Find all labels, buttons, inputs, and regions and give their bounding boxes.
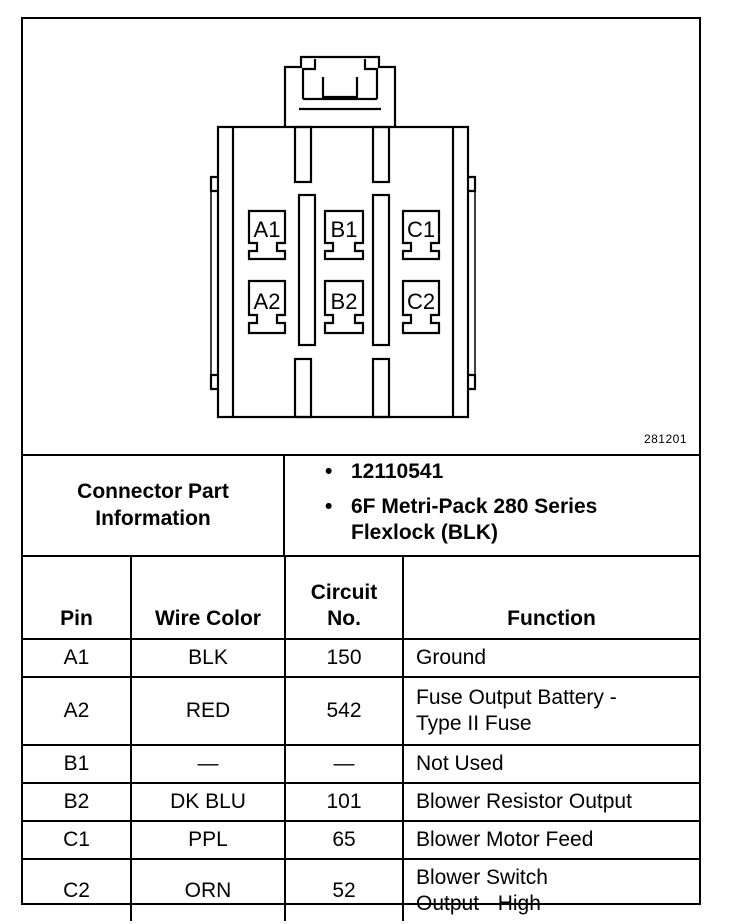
function-cell: Not Used xyxy=(402,744,699,784)
wire-color-cell: — xyxy=(130,744,286,784)
pin-table: Pin Wire Color Circuit No. Function A1 B… xyxy=(23,557,699,921)
function-cell: Blower Resistor Output xyxy=(402,782,699,822)
connector-info-label: Connector Part Information xyxy=(77,479,229,530)
cavity-b1 xyxy=(323,209,365,261)
circuit-cell: 150 xyxy=(284,638,404,678)
function-cell: Blower Motor Feed xyxy=(402,820,699,860)
table-row: A2 RED 542 Fuse Output Battery - Type II… xyxy=(23,676,699,746)
wire-color-cell: RED xyxy=(130,676,286,746)
connector-info-details: • 12110541 • 6F Metri-Pack 280 Series Fl… xyxy=(285,454,699,555)
circuit-cell: 65 xyxy=(284,820,404,860)
circuit-cell: — xyxy=(284,744,404,784)
connector-info-label-cell: Connector Part Information xyxy=(23,454,285,555)
table-row: C1 PPL 65 Blower Motor Feed xyxy=(23,820,699,860)
figure-number: 281201 xyxy=(643,432,687,446)
function-cell: Blower Switch Output - High xyxy=(402,858,699,921)
connector-type: 6F Metri-Pack 280 Series Flexlock (BLK) xyxy=(351,495,598,544)
table-row: B2 DK BLU 101 Blower Resistor Output xyxy=(23,782,699,822)
pin-table-header: Pin Wire Color Circuit No. Function xyxy=(23,557,699,640)
table-row: A1 BLK 150 Ground xyxy=(23,638,699,678)
part-number: 12110541 xyxy=(351,460,444,483)
pin-label: B1 xyxy=(331,217,358,242)
function-cell: Ground xyxy=(402,638,699,678)
pin-cell: B2 xyxy=(23,782,132,822)
function-cell: Fuse Output Battery - Type II Fuse xyxy=(402,676,699,746)
cavity-c1 xyxy=(401,209,441,261)
circuit-cell: 52 xyxy=(284,858,404,921)
pin-cell: C1 xyxy=(23,820,132,860)
bullet-icon: • xyxy=(325,460,333,483)
wire-color-cell: ORN xyxy=(130,858,286,921)
connector-diagram: A1 B1 C1 A2 B2 C2 281201 xyxy=(23,19,699,456)
cavity-b2 xyxy=(323,279,365,335)
table-row: B1 — — Not Used xyxy=(23,744,699,784)
connector-info: Connector Part Information • 12110541 • … xyxy=(23,454,699,557)
pin-label: C1 xyxy=(407,217,435,242)
pin-label: A2 xyxy=(254,289,281,314)
header-circuit: Circuit No. xyxy=(284,557,404,640)
wire-color-cell: BLK xyxy=(130,638,286,678)
table-row: C2 ORN 52 Blower Switch Output - High xyxy=(23,858,699,921)
header-wire-color: Wire Color xyxy=(130,557,286,640)
cavity-a2 xyxy=(247,279,287,335)
pin-label: C2 xyxy=(407,289,435,314)
wire-color-cell: PPL xyxy=(130,820,286,860)
header-pin: Pin xyxy=(23,557,132,640)
pin-cell: B1 xyxy=(23,744,132,784)
pin-cell: A1 xyxy=(23,638,132,678)
pin-label: A1 xyxy=(254,217,281,242)
pin-cell: A2 xyxy=(23,676,132,746)
cavity-c2 xyxy=(401,279,441,335)
pin-label: B2 xyxy=(331,289,358,314)
circuit-cell: 542 xyxy=(284,676,404,746)
header-function: Function xyxy=(402,557,699,640)
pin-cell: C2 xyxy=(23,858,132,921)
connector-drawing: A1 B1 C1 A2 B2 C2 xyxy=(209,55,477,419)
wire-color-cell: DK BLU xyxy=(130,782,286,822)
bullet-icon: • xyxy=(325,495,333,518)
connector-frame: A1 B1 C1 A2 B2 C2 281201 Connector Part … xyxy=(21,17,701,921)
circuit-cell: 101 xyxy=(284,782,404,822)
cavity-a1 xyxy=(247,209,287,261)
connector-body xyxy=(216,125,470,419)
connector-latch xyxy=(283,55,397,127)
